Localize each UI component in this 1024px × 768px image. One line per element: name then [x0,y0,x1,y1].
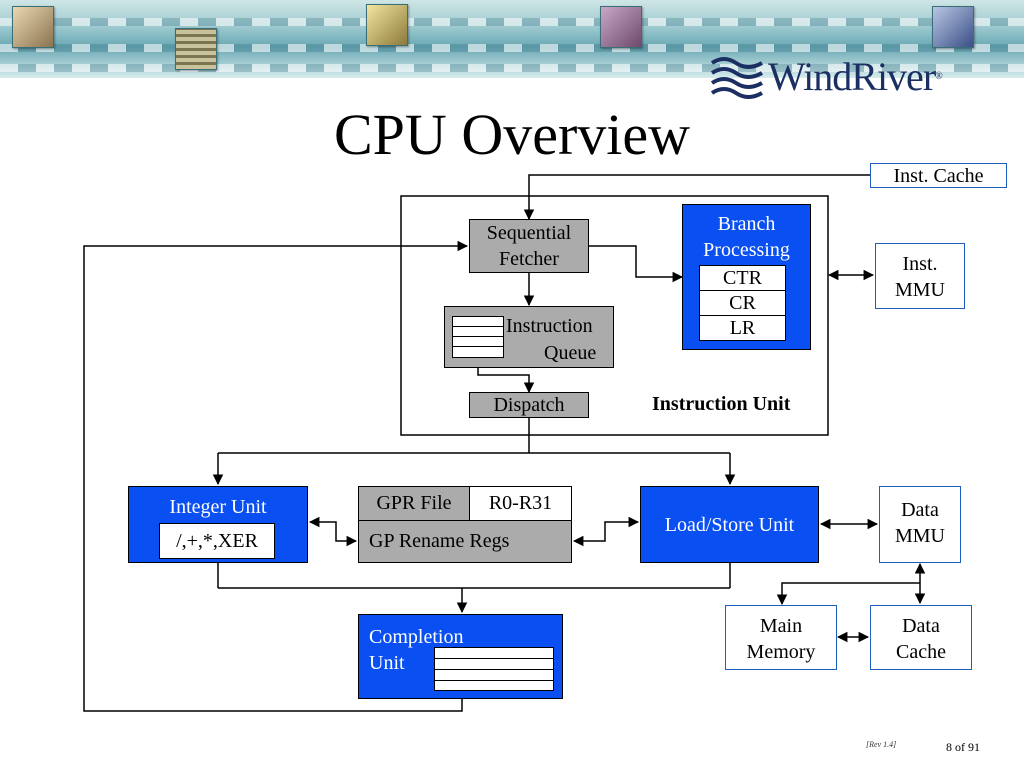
main-memory-box: Main Memory [725,605,837,670]
page-number: 8 of 91 [946,740,980,754]
brand-logo: WindRiver® [710,54,955,100]
disk-photo-icon [932,6,974,48]
load-store-label: Load/Store Unit [664,514,795,536]
main-memory-label: Memory [746,641,816,663]
revision-label: [Rev 1.4] [866,740,897,749]
slide-title: CPU Overview [333,102,690,167]
windriver-logo-icon [710,57,763,99]
data-cache-label: Data [902,615,940,637]
integer-ops-box: /,+,*,XER [159,523,275,559]
inst-mmu-label: MMU [894,279,945,301]
gpr-file-box: GPR File [358,486,470,521]
gpr-range-label: R0-R31 [488,492,553,514]
integer-ops-label: /,+,*,XER [176,530,258,552]
gpr-file-label: GPR File [376,492,452,514]
sequential-fetcher-label: Fetcher [499,248,559,270]
inst-cache-box: Inst. Cache [870,163,1007,188]
cr-register: CR [699,290,786,316]
document-photo-icon [600,6,642,48]
data-mmu-label: Data [901,499,939,521]
lr-label: LR [729,317,756,339]
telephone-photo-icon [12,6,54,48]
data-mmu-box: Data MMU [879,486,961,563]
data-mmu-label: MMU [894,525,945,547]
instruction-unit-frame [400,195,829,436]
gp-rename-label: GP Rename Regs [369,530,510,552]
dispatch-label: Dispatch [493,394,565,416]
instruction-unit-label: Instruction Unit [652,393,791,415]
inst-mmu-label: Inst. [902,253,938,275]
banner-wave [0,64,1024,72]
sequential-fetcher-box: Sequential Fetcher [469,219,589,273]
sequential-fetcher-label: Sequential [486,222,572,244]
data-cache-box: Data Cache [870,605,972,670]
branch-processing-label: Processing [703,239,790,261]
instruction-queue-label: Queue [544,342,597,364]
instruction-queue-label: Instruction [506,315,593,337]
airplane-photo-icon [366,4,408,46]
integer-unit-label: Integer Unit [169,496,267,518]
main-memory-label: Main [759,615,803,637]
dispatch-box: Dispatch [469,392,589,418]
keyboard-photo-icon [175,28,217,70]
header-banner [0,0,1024,78]
ctr-register: CTR [699,265,786,291]
load-store-unit-box: Load/Store Unit [640,486,819,563]
inst-mmu-box: Inst. MMU [875,243,965,309]
banner-wave [0,44,1024,52]
completion-unit-slots [434,647,554,691]
completion-unit-label: Completion [369,626,464,648]
brand-name: WindRiver® [768,54,943,99]
ctr-label: CTR [723,267,762,289]
cr-label: CR [729,292,756,314]
gpr-range-box: R0-R31 [469,486,572,521]
data-cache-label: Cache [896,641,946,663]
gp-rename-box: GP Rename Regs [358,520,572,563]
branch-processing-label: Branch [717,213,776,235]
inst-cache-label: Inst. Cache [893,165,984,187]
banner-wave [0,18,1024,26]
instruction-queue-slots [452,316,504,358]
lr-register: LR [699,315,786,341]
completion-unit-label: Unit [369,652,405,674]
